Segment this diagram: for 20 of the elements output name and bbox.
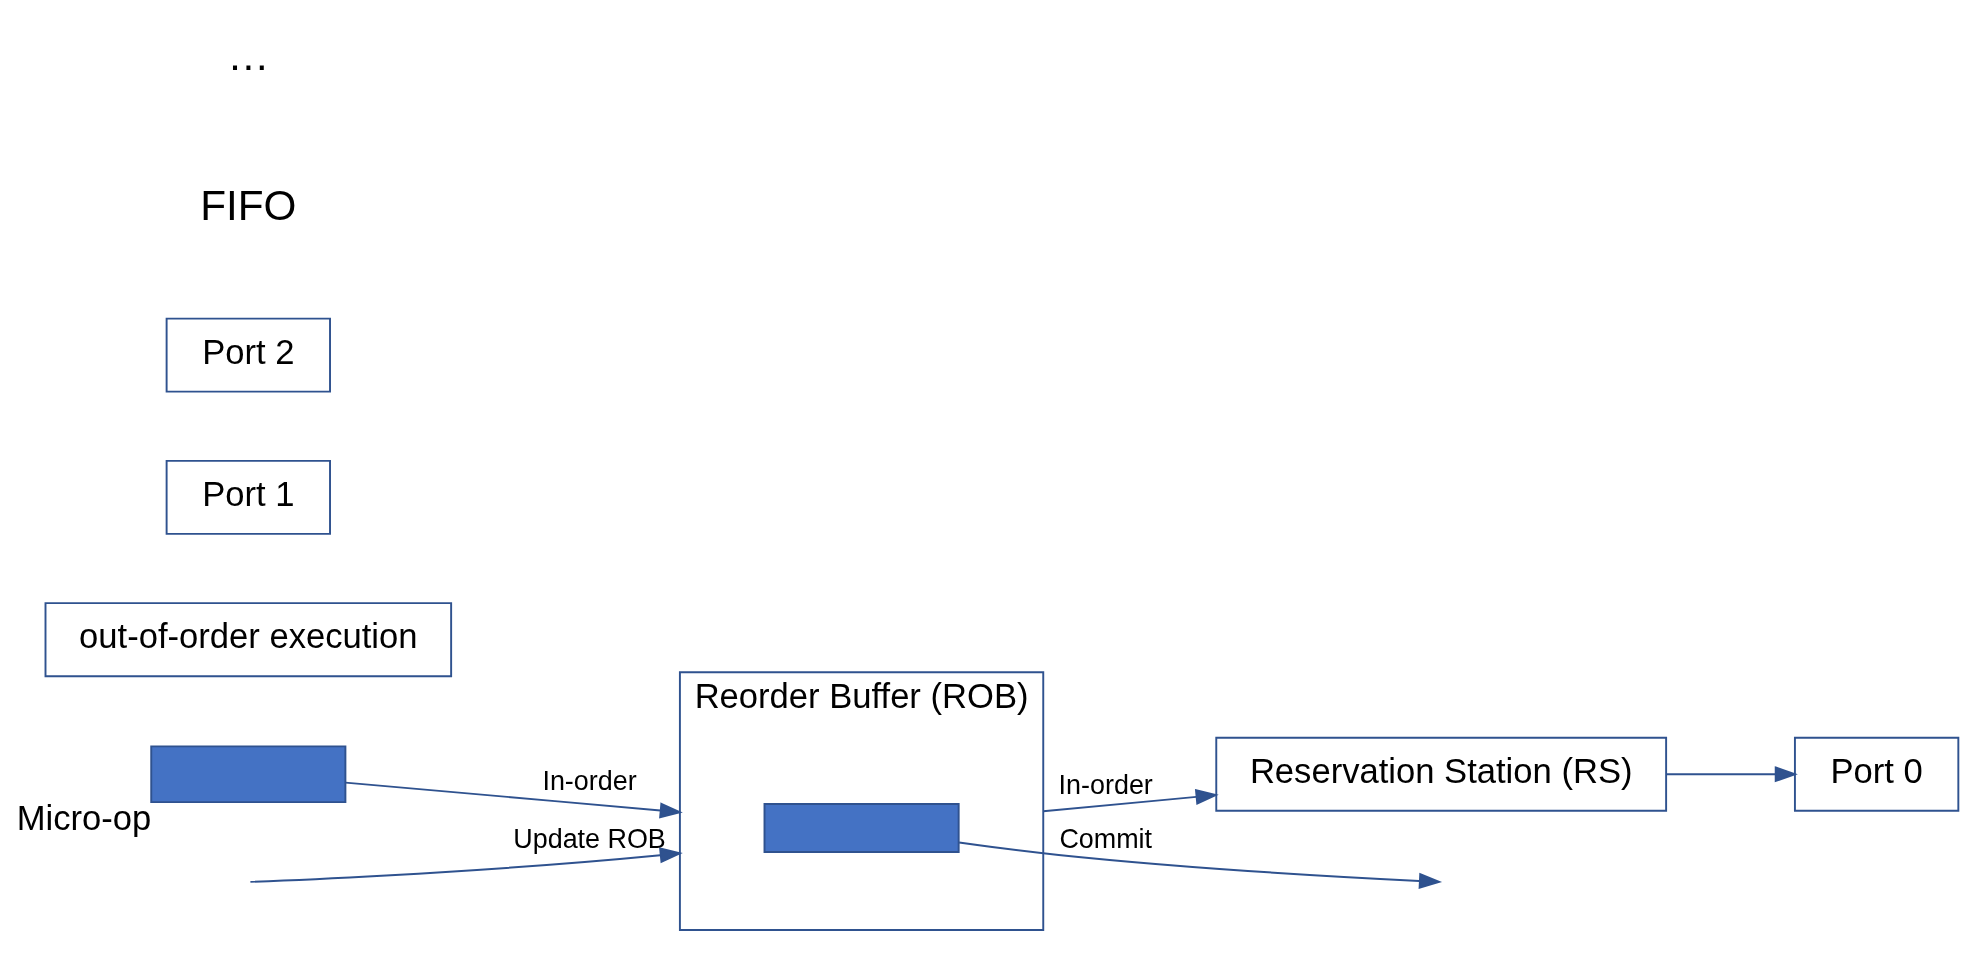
node-box xyxy=(150,744,347,803)
label: FIFO xyxy=(200,181,297,229)
node-box: Reservation Station (RS) xyxy=(1215,736,1668,812)
arrow xyxy=(958,841,1443,889)
edge-label: Commit xyxy=(1059,823,1153,854)
node-box: Port 1 xyxy=(165,459,331,535)
edge-label: Update ROB xyxy=(513,823,666,854)
edge-label: In-order xyxy=(542,765,637,796)
arrow xyxy=(1042,788,1219,812)
node-box: Port 2 xyxy=(165,317,331,393)
arrow xyxy=(249,846,683,883)
arrow xyxy=(1665,765,1798,782)
cluster: Reorder Buffer (ROB) xyxy=(678,670,1045,931)
node-box xyxy=(763,802,960,853)
node-box: out-of-order execution xyxy=(44,601,453,677)
edge-label: In-order xyxy=(1058,769,1153,800)
label: … xyxy=(227,31,270,79)
node-label: Micro-op xyxy=(16,798,152,837)
arrow xyxy=(344,781,683,818)
node-box: Port 0 xyxy=(1793,736,1960,812)
